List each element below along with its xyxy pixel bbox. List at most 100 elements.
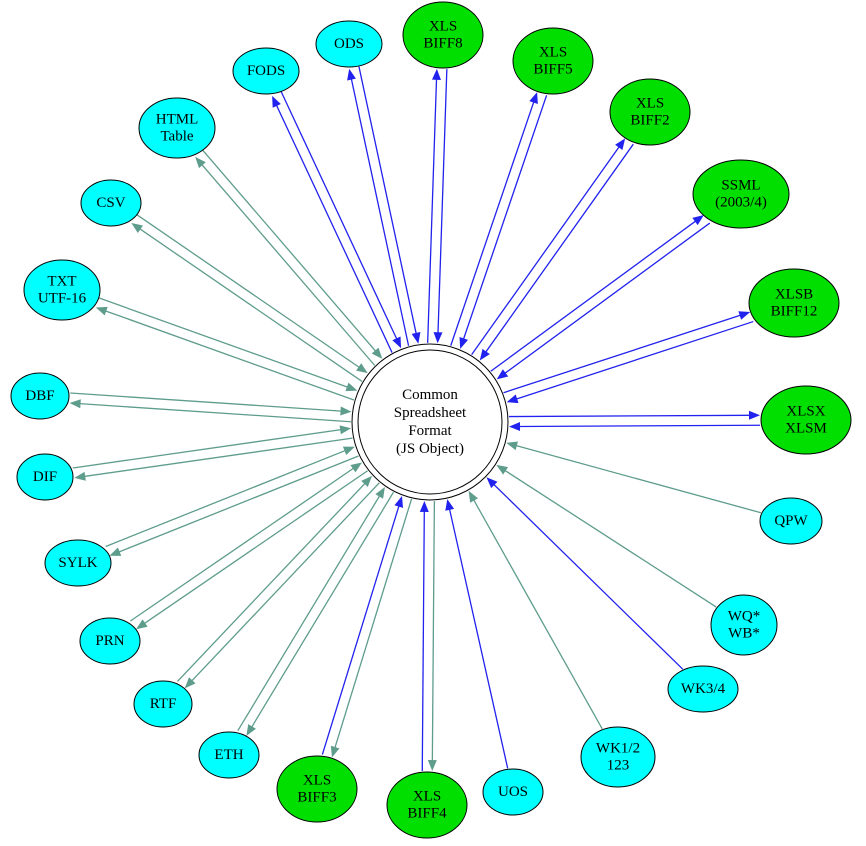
node-label-xls-biff3: XLS bbox=[303, 773, 331, 789]
arrowhead-xls-biff4-in bbox=[419, 500, 429, 512]
node-rtf: RTF bbox=[133, 680, 193, 728]
edge-html-table-out bbox=[201, 163, 376, 366]
node-label-qpw: QPW bbox=[774, 513, 808, 529]
arrowhead-xlsb-in bbox=[506, 394, 519, 404]
node-ellipse-txt-utf16 bbox=[23, 259, 101, 321]
node-ellipse-ssml bbox=[692, 159, 790, 229]
node-ellipse-wk34 bbox=[667, 665, 739, 713]
node-label-xlsx: XLSX bbox=[786, 404, 825, 420]
node-label-wk34: WK3/4 bbox=[681, 681, 726, 697]
edge-dbf-out bbox=[79, 402, 351, 423]
node-ellipse-eth bbox=[198, 731, 260, 779]
node-ellipse-xls-biff4 bbox=[386, 771, 468, 839]
node-label-xlsb: BIFF12 bbox=[771, 304, 818, 320]
node-wk34: WK3/4 bbox=[667, 665, 739, 713]
node-label-wq-wb: WB* bbox=[728, 626, 760, 642]
node-uos: UOS bbox=[482, 768, 544, 816]
edge-xls-biff5-out bbox=[450, 101, 535, 346]
node-label-xls-biff4: BIFF4 bbox=[407, 806, 447, 822]
node-label-ssml: (2003/4) bbox=[715, 195, 767, 211]
edge-sylk-out bbox=[118, 455, 359, 553]
arrowhead-prn-in bbox=[350, 462, 362, 473]
arrowhead-ods-in bbox=[411, 332, 421, 344]
edge-dif-in bbox=[72, 428, 342, 469]
arrowhead-xlsb-out bbox=[738, 311, 751, 320]
arrowhead-html-table-in bbox=[371, 347, 383, 359]
node-label-xls-biff8: BIFF8 bbox=[423, 36, 462, 52]
node-label-ssml: SSML bbox=[721, 178, 760, 194]
arrowhead-xls-biff8-in bbox=[433, 332, 443, 344]
node-qpw: QPW bbox=[759, 497, 823, 545]
arrowhead-xls-biff2-out bbox=[615, 138, 626, 150]
edge-xls-biff5-in bbox=[462, 95, 548, 340]
arrowhead-rtf-out bbox=[184, 677, 196, 689]
arrowhead-sylk-in bbox=[342, 446, 355, 456]
edge-ssml-out bbox=[490, 220, 697, 372]
node-label-xls-biff2: BIFF2 bbox=[630, 113, 669, 129]
node-label-uos: UOS bbox=[498, 784, 528, 800]
node-label-html-table: Table bbox=[160, 129, 193, 145]
node-label-html-table: HTML bbox=[156, 112, 199, 128]
arrowhead-rtf-in bbox=[361, 475, 373, 488]
arrowhead-txt-utf16-out bbox=[95, 306, 108, 316]
center-label: Common bbox=[402, 387, 458, 403]
arrowhead-xls-biff8-out bbox=[431, 68, 441, 80]
node-label-prn: PRN bbox=[95, 633, 124, 649]
node-ellipse-xls-biff8 bbox=[402, 1, 484, 69]
center-label: Format bbox=[408, 423, 452, 439]
node-label-eth: ETH bbox=[214, 747, 243, 763]
arrowhead-xls-biff2-in bbox=[479, 348, 490, 361]
node-csv: CSV bbox=[80, 179, 142, 227]
edge-xls-biff4-in bbox=[421, 510, 425, 771]
edge-xlsb-in bbox=[515, 320, 754, 400]
arrowhead-ssml-out bbox=[692, 215, 704, 226]
edge-dif-out bbox=[84, 437, 353, 478]
node-ellipse-csv bbox=[80, 179, 142, 227]
node-label-csv: CSV bbox=[96, 195, 125, 211]
edge-csv-out bbox=[139, 228, 363, 382]
center-label: Spreadsheet bbox=[394, 405, 467, 421]
arrowhead-xlsx-in bbox=[509, 422, 521, 432]
edge-xls-biff8-in bbox=[437, 69, 448, 334]
edge-wq-wb-in bbox=[504, 469, 717, 608]
node-label-wk12: WK1/2 bbox=[596, 741, 640, 757]
node-label-txt-utf16: TXT bbox=[47, 274, 76, 290]
node-eth: ETH bbox=[198, 731, 260, 779]
node-ellipse-fods bbox=[232, 47, 300, 95]
arrowhead-csv-out bbox=[131, 223, 143, 233]
edge-xlsb-out bbox=[503, 314, 741, 394]
edge-txt-utf16-out bbox=[105, 310, 355, 401]
node-ellipse-html-table bbox=[138, 97, 216, 159]
arrowhead-fods-in bbox=[392, 336, 402, 349]
edge-rtf-in bbox=[176, 482, 366, 682]
arrowhead-dif-in bbox=[339, 425, 352, 435]
edge-rtf-out bbox=[191, 482, 380, 682]
node-ellipse-dbf bbox=[10, 372, 70, 420]
node-label-xls-biff2: XLS bbox=[636, 96, 664, 112]
node-ellipse-qpw bbox=[759, 497, 823, 545]
node-label-fods: FODS bbox=[247, 63, 285, 79]
edge-qpw-in bbox=[515, 444, 762, 514]
node-dbf: DBF bbox=[10, 372, 70, 420]
arrowhead-xlsx-out bbox=[748, 410, 760, 420]
node-ellipse-prn bbox=[79, 617, 141, 665]
arrowhead-uos-in bbox=[445, 499, 455, 511]
edge-dbf-in bbox=[70, 392, 342, 412]
node-dif: DIF bbox=[16, 453, 74, 501]
edge-xlsx-out bbox=[508, 414, 750, 418]
arrowhead-dbf-out bbox=[69, 399, 81, 409]
node-ellipse-xlsb bbox=[748, 268, 840, 338]
edge-xls-biff8-out bbox=[427, 78, 438, 343]
node-label-xls-biff5: BIFF5 bbox=[533, 62, 572, 78]
node-label-wk12: 123 bbox=[607, 758, 630, 774]
edge-csv-in bbox=[136, 214, 360, 369]
node-ellipse-xls-biff5 bbox=[512, 27, 594, 95]
arrowhead-html-table-out bbox=[195, 156, 206, 169]
